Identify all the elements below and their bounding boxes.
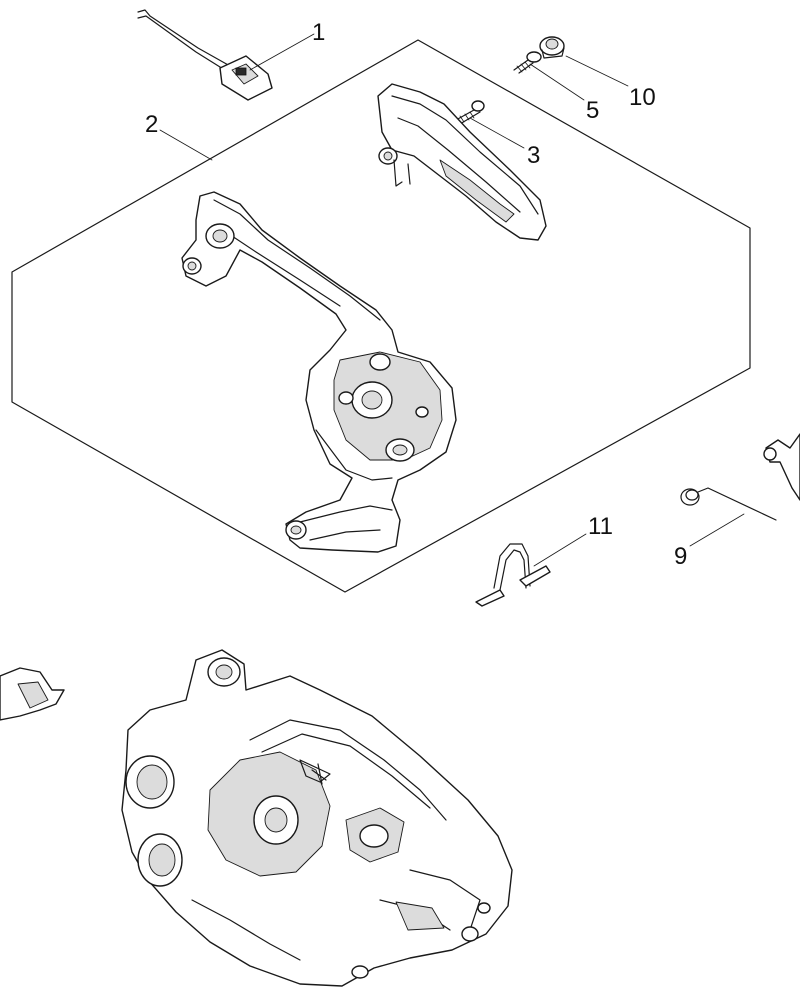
part-5-screw: [513, 51, 542, 74]
kit-outline-box: [11, 39, 751, 593]
callout-number-1: 1: [312, 19, 325, 46]
partial-part-left-edge: [0, 667, 65, 721]
part-1-cable-clip: [137, 9, 273, 101]
leader-line-3: [469, 117, 525, 149]
handle-frame-part: [181, 191, 457, 553]
callout-number-11: 11: [588, 513, 613, 540]
leader-line-11: [533, 533, 587, 567]
handle-cover-part: [377, 83, 547, 241]
leader-line-5: [529, 63, 585, 101]
part-9-spring-pin: [680, 487, 777, 521]
leader-line-2: [159, 129, 213, 161]
main-housing-part: [121, 649, 513, 987]
callout-number-5: 5: [586, 97, 599, 124]
leader-line-1: [249, 33, 315, 71]
callout-number-9: 9: [674, 543, 687, 570]
leader-line-10: [565, 55, 629, 87]
leader-line-9: [689, 513, 745, 547]
callout-number-10: 10: [629, 84, 656, 111]
part-10-grommet: [539, 36, 565, 59]
callout-number-2: 2: [145, 111, 158, 138]
part-11-bracket-clip: [475, 543, 551, 607]
callout-number-3: 3: [527, 142, 540, 169]
partial-part-right-edge: [763, 433, 800, 501]
